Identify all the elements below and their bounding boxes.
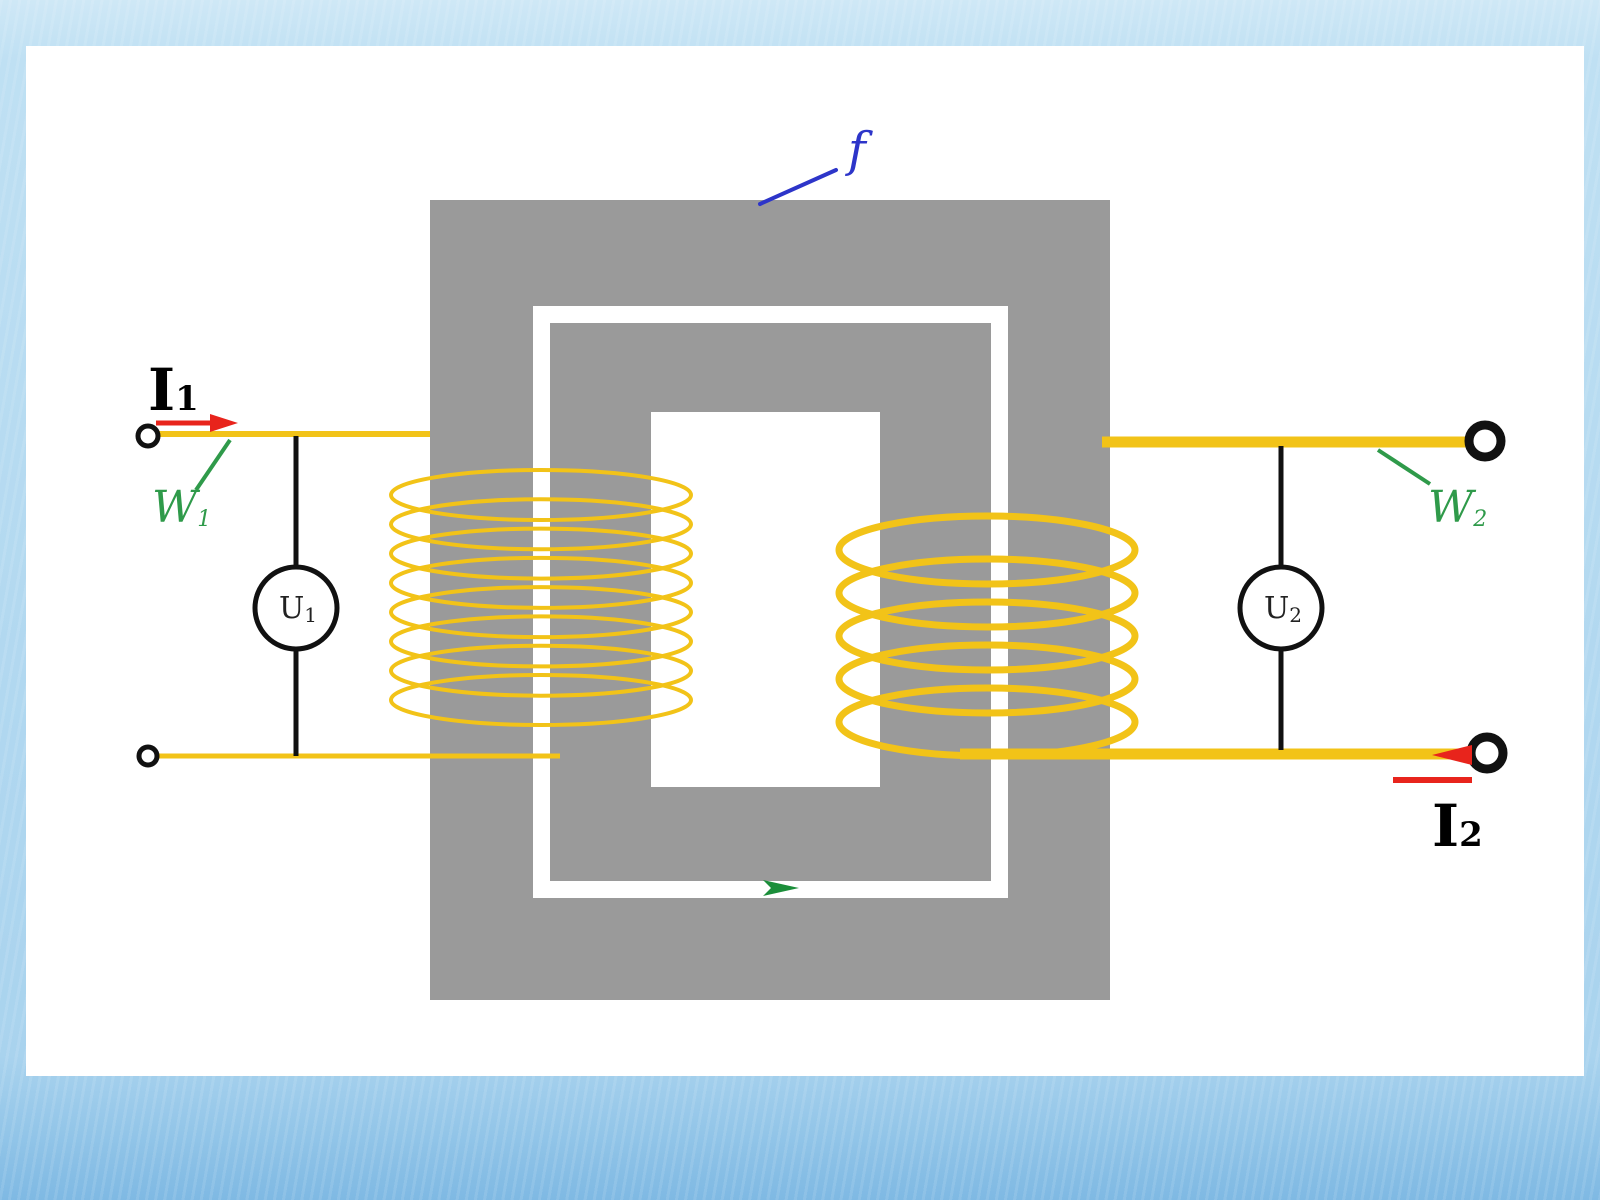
primary-winding-pointer [194, 438, 232, 492]
flux-pointer-line [758, 168, 838, 206]
secondary-terminal-bottom [1466, 732, 1508, 774]
voltmeter-2-symbol: U [1264, 591, 1289, 626]
primary-winding-turn [389, 614, 693, 669]
voltmeter-2-subscript: 2 [1289, 603, 1302, 627]
secondary-terminal-top [1464, 420, 1506, 462]
secondary-current-symbol: I [1432, 792, 1459, 860]
primary-winding-turn [389, 497, 693, 552]
primary-winding-turn [389, 555, 693, 610]
svg-text:W2: W2 [1428, 482, 1487, 533]
secondary-winding-turn [835, 598, 1139, 674]
primary-winding-subscript: 1 [197, 507, 211, 532]
secondary-voltmeter: U2 [1237, 446, 1325, 750]
svg-text:I1: I1 [148, 356, 199, 424]
primary-winding [389, 468, 693, 727]
voltmeter-1-symbol: U [279, 591, 304, 626]
secondary-winding-subscript: 2 [1472, 507, 1487, 532]
primary-winding-turn [389, 526, 693, 581]
flux-arrow [763, 880, 799, 896]
primary-winding-turn [389, 585, 693, 640]
primary-terminal-top [135, 423, 161, 449]
secondary-winding-pointer [1376, 448, 1432, 486]
secondary-winding-turn [835, 641, 1139, 717]
primary-current-symbol: I [148, 356, 175, 424]
svg-text:W1: W1 [152, 482, 211, 533]
primary-winding-turn [389, 468, 693, 522]
voltmeter-1-subscript: 1 [304, 603, 317, 627]
secondary-current-arrow [1393, 745, 1472, 783]
svg-text:I2: I2 [1432, 792, 1483, 860]
secondary-winding-turn [835, 555, 1139, 631]
primary-voltmeter: U1 [252, 436, 340, 756]
primary-winding-turn [389, 673, 693, 727]
secondary-winding-turn [835, 512, 1139, 588]
primary-winding-symbol: W [152, 482, 201, 533]
secondary-current-subscript: 2 [1459, 815, 1483, 855]
secondary-wires [960, 436, 1480, 760]
flux-label: f [845, 122, 873, 178]
primary-wires [150, 431, 560, 759]
secondary-winding-symbol: W [1428, 482, 1477, 533]
svg-text:U1: U1 [279, 591, 317, 627]
primary-terminal-bottom [136, 744, 160, 768]
svg-text:U2: U2 [1264, 591, 1302, 627]
primary-winding-turn [389, 643, 693, 698]
primary-current-subscript: 1 [175, 379, 199, 419]
primary-current-arrow [156, 414, 238, 432]
